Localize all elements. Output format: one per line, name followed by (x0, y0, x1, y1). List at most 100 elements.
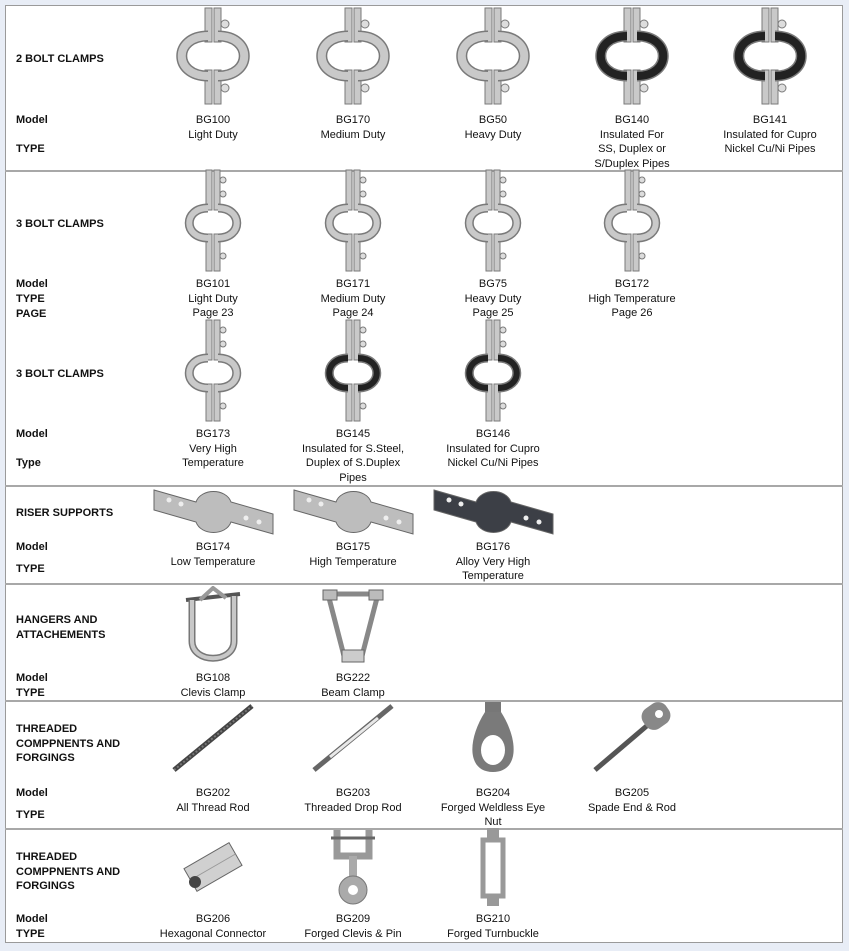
section-title: THREADED (16, 723, 78, 735)
model-number: BG222 (335, 672, 371, 684)
section-title: FORGINGS (16, 880, 75, 892)
model-number: BG210 (475, 913, 511, 925)
model-number: BG174 (195, 541, 231, 553)
product-type: Duplex of S.Duplex (305, 457, 401, 469)
product-type: Beam Clamp (321, 686, 385, 699)
model-number: BG170 (335, 114, 371, 126)
three-bolt-clamp-icon (178, 168, 248, 278)
turnbuckle-icon (473, 826, 513, 913)
section-divider (5, 170, 843, 172)
model-number: BG209 (335, 913, 371, 925)
product-type: Pipes (339, 471, 367, 484)
row-label: Type (16, 457, 41, 469)
three-bolt-clamp-icon (458, 168, 528, 278)
row-label: Model (16, 787, 48, 799)
product-type: Temperature (182, 457, 244, 469)
product-type: Threaded Drop Rod (304, 801, 402, 814)
section-divider (5, 583, 843, 585)
model-number: BG50 (478, 114, 508, 126)
model-number: BG172 (614, 278, 650, 290)
section-divider (5, 485, 843, 487)
drop-rod-icon (308, 700, 398, 781)
product-type: Page 24 (332, 307, 374, 319)
model-number: BG140 (614, 114, 650, 126)
product-type: Medium Duty (320, 292, 386, 305)
model-number: BG204 (475, 787, 511, 799)
product-type: High Temperature (309, 555, 397, 568)
product-type: Forged Weldless Eye (440, 801, 546, 814)
product-type: All Thread Rod (176, 801, 250, 814)
insulated-three-bolt-clamp-icon (318, 318, 388, 428)
three-bolt-clamp-icon (597, 168, 667, 278)
row-label: TYPE (16, 293, 45, 305)
thread-rod-icon (168, 700, 258, 781)
section-title: FORGINGS (16, 752, 75, 764)
product-type: Very High (189, 442, 237, 455)
three-bolt-clamp-icon (318, 168, 388, 278)
section-title: HANGERS AND (16, 614, 98, 626)
row-label: TYPE (16, 809, 45, 821)
product-type: S/Duplex Pipes (594, 157, 670, 170)
two-bolt-clamp-icon (163, 6, 263, 111)
row-label: Model (16, 428, 48, 440)
product-type: Insulated For (599, 128, 665, 141)
section-title: 3 BOLT CLAMPS (16, 368, 104, 380)
spade-rod-icon (587, 700, 677, 781)
model-number: BG141 (752, 114, 788, 126)
product-type: Insulated for Cupro (446, 442, 540, 455)
row-label: TYPE (16, 687, 45, 699)
row-label: Model (16, 114, 48, 126)
insulated-three-bolt-clamp-icon (458, 318, 528, 428)
model-number: BG100 (195, 114, 231, 126)
model-number: BG146 (475, 428, 511, 440)
model-number: BG171 (335, 278, 371, 290)
section-divider (5, 700, 843, 702)
section-divider (5, 828, 843, 830)
row-label: TYPE (16, 143, 45, 155)
product-type: Low Temperature (170, 555, 256, 568)
section-title: RISER SUPPORTS (16, 507, 114, 519)
model-number: BG75 (478, 278, 508, 290)
model-number: BG206 (195, 913, 231, 925)
model-number: BG108 (195, 672, 231, 684)
model-number: BG203 (335, 787, 371, 799)
product-type: Page 26 (611, 307, 653, 319)
product-type: Heavy Duty (464, 128, 522, 141)
insulated-two-bolt-clamp-icon (582, 6, 682, 111)
model-number: BG205 (614, 787, 650, 799)
model-number: BG173 (195, 428, 231, 440)
model-number: BG176 (475, 541, 511, 553)
section-title: THREADED (16, 851, 78, 863)
section-title: 2 BOLT CLAMPS (16, 53, 104, 65)
riser-clamp-icon (151, 482, 276, 543)
product-type: Nut (484, 816, 502, 828)
product-table (5, 5, 843, 943)
three-bolt-clamp-icon (178, 318, 248, 428)
product-type: Clevis Clamp (180, 686, 246, 699)
row-label: Model (16, 541, 48, 553)
product-type: Spade End & Rod (587, 801, 677, 814)
product-type: High Temperature (588, 292, 676, 305)
clevis-pin-icon (323, 826, 383, 913)
two-bolt-clamp-icon (303, 6, 403, 111)
product-type: Medium Duty (320, 128, 386, 141)
beam-clamp-icon (318, 586, 388, 671)
clevis-hanger-icon (178, 585, 248, 671)
